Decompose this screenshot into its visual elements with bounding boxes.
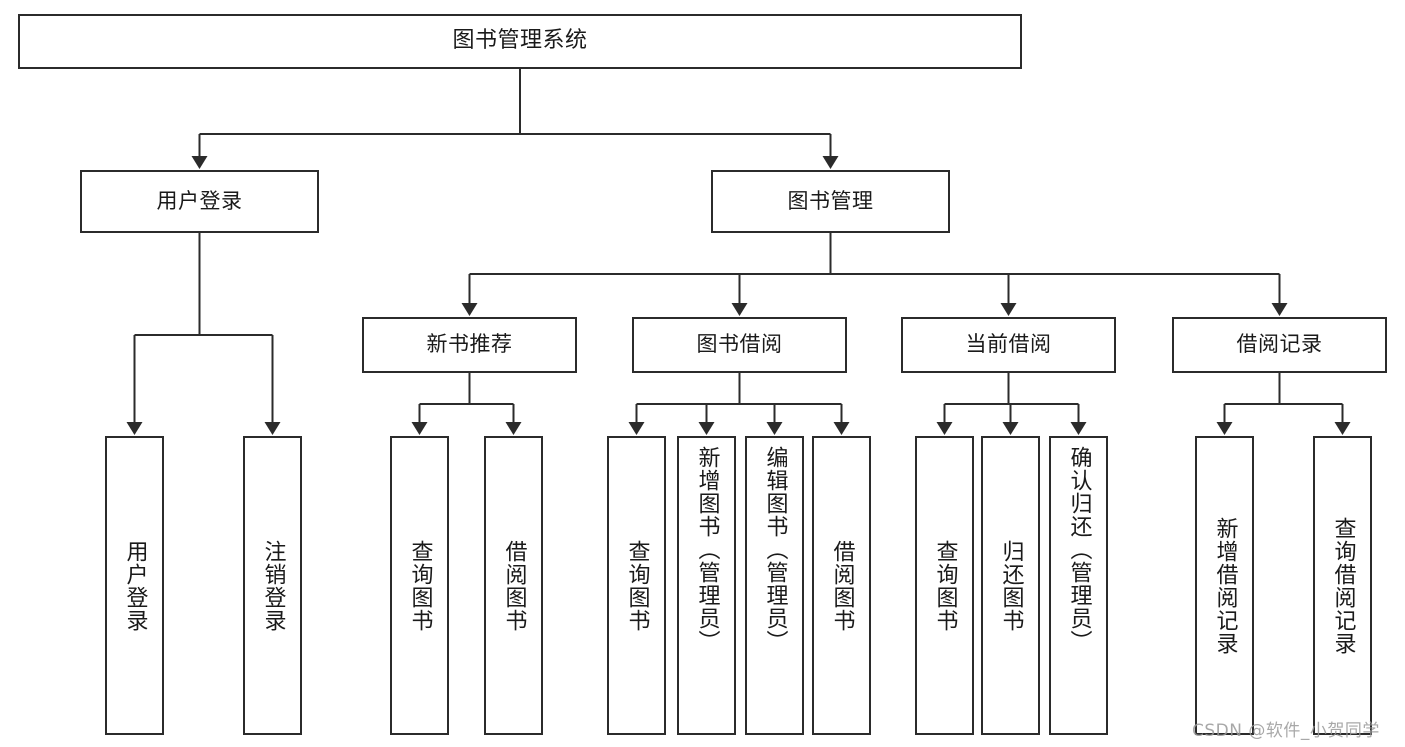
leaf-return-book[interactable]: 归还图书 [981,436,1040,735]
leaf-query-loan-record[interactable]: 查询借阅记录 [1313,436,1372,735]
node-label: 借阅图书 [501,539,527,632]
node-label: 新增借阅记录 [1212,516,1238,655]
node-book-borrowing[interactable]: 图书借阅 [632,317,847,373]
leaf-user-logout[interactable]: 注销登录 [243,436,302,735]
csdn-watermark: CSDN @软件_小贺同学 [1192,721,1380,741]
node-label: 图书借阅 [696,332,783,357]
node-label: 用户登录 [122,539,148,632]
node-root[interactable]: 图书管理系统 [18,14,1022,69]
node-label: 确认归还（管理员） [1066,446,1092,653]
node-user-login[interactable]: 用户登录 [80,170,319,233]
leaf-query-books-recommend[interactable]: 查询图书 [390,436,449,735]
node-label: 查询图书 [407,539,433,632]
leaf-edit-book-admin[interactable]: 编辑图书（管理员） [745,436,804,735]
node-label: 查询图书 [932,539,958,632]
node-label: 查询借阅记录 [1330,516,1356,655]
leaf-borrow-book[interactable]: 借阅图书 [812,436,871,735]
node-loan-records[interactable]: 借阅记录 [1172,317,1387,373]
leaf-query-books-current[interactable]: 查询图书 [915,436,974,735]
leaf-user-login[interactable]: 用户登录 [105,436,164,735]
node-label: 归还图书 [998,539,1024,632]
node-label: 图书管理系统 [452,28,588,54]
node-current-loans[interactable]: 当前借阅 [901,317,1116,373]
node-label: 新增图书（管理员） [694,446,720,653]
node-label: 当前借阅 [965,332,1052,357]
node-label: 用户登录 [156,188,243,213]
leaf-add-loan-record[interactable]: 新增借阅记录 [1195,436,1254,735]
node-label: 查询图书 [624,539,650,632]
leaf-borrow-books-recommend[interactable]: 借阅图书 [484,436,543,735]
node-label: 借阅记录 [1236,332,1323,357]
node-label: 图书管理 [787,188,874,213]
node-label: 借阅图书 [829,539,855,632]
leaf-add-book-admin[interactable]: 新增图书（管理员） [677,436,736,735]
node-label: 新书推荐 [426,332,513,357]
node-book-management[interactable]: 图书管理 [711,170,950,233]
leaf-query-books-borrow[interactable]: 查询图书 [607,436,666,735]
node-label: 编辑图书（管理员） [762,446,788,653]
node-label: 注销登录 [260,539,286,632]
node-new-book-recommendation[interactable]: 新书推荐 [362,317,577,373]
leaf-confirm-return-admin[interactable]: 确认归还（管理员） [1049,436,1108,735]
